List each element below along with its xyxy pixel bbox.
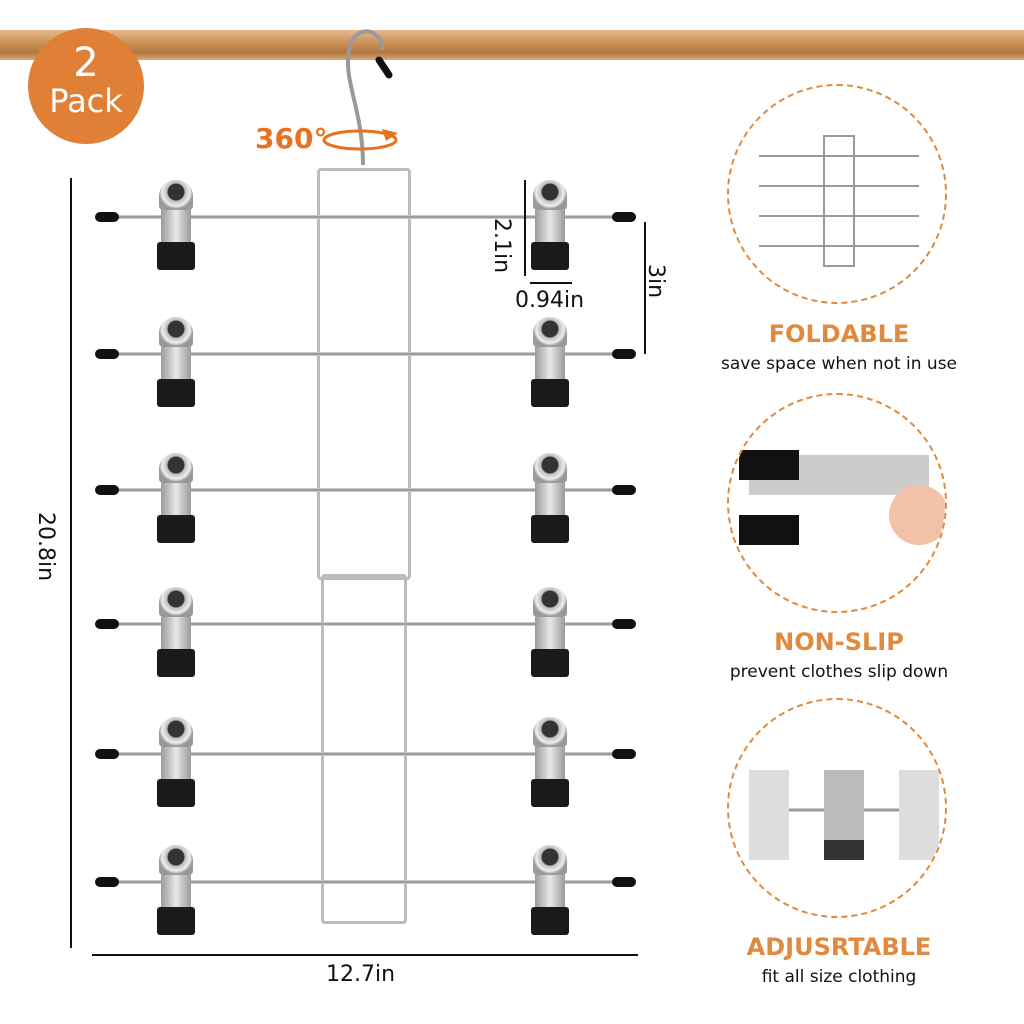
height-label: 20.8in — [33, 512, 58, 582]
bar-end-cap — [95, 749, 119, 759]
bar-end-cap — [95, 619, 119, 629]
feature-title-foldable: FOLDABLE — [768, 320, 910, 348]
wooden-rod — [0, 30, 1024, 60]
clip-width-label: 0.94in — [515, 288, 585, 313]
clip — [531, 180, 569, 272]
clip — [157, 180, 195, 272]
bar-end-cap — [95, 485, 119, 495]
bar-end-cap — [612, 349, 636, 359]
hanger-bar — [100, 352, 625, 356]
hanger-bar — [100, 752, 625, 756]
lower-frame — [321, 574, 407, 924]
spacing-dimension-line — [644, 222, 646, 354]
width-label: 12.7in — [326, 962, 396, 987]
hanger-bar — [100, 215, 625, 219]
bar-end-cap — [95, 349, 119, 359]
width-dimension-line — [92, 954, 638, 956]
clip — [531, 453, 569, 545]
pack-badge: 2 Pack — [28, 28, 144, 144]
rotation-arrow-icon — [322, 129, 398, 151]
bar-end-cap — [95, 877, 119, 887]
feature-subtitle-non-slip: prevent clothes slip down — [729, 662, 949, 682]
feature-subtitle-foldable: save space when not in use — [720, 354, 958, 374]
clip — [157, 453, 195, 545]
bar-end-cap — [612, 619, 636, 629]
feature-subtitle-adjustable: fit all size clothing — [761, 967, 917, 987]
bar-end-cap — [612, 877, 636, 887]
bar-end-cap — [612, 212, 636, 222]
upper-frame — [317, 168, 411, 580]
height-dimension-line — [70, 178, 72, 948]
clip-height-line — [524, 180, 526, 276]
clip-height-label: 2.1in — [489, 218, 514, 274]
bar-end-cap — [612, 485, 636, 495]
adjustable-image — [727, 698, 947, 918]
clip — [157, 845, 195, 937]
pack-label: Pack — [49, 82, 123, 120]
bar-end-cap — [95, 212, 119, 222]
hanger-bar — [100, 488, 625, 492]
clip — [157, 317, 195, 409]
foldable-image — [727, 84, 947, 304]
hanger-bar — [100, 880, 625, 884]
spacing-label: 3in — [643, 264, 668, 299]
rotation-label: 360° — [255, 122, 328, 155]
bar-end-cap — [612, 749, 636, 759]
feature-title-adjustable: ADJUSRTABLE — [746, 933, 932, 961]
pack-count: 2 — [73, 40, 99, 86]
clip — [531, 317, 569, 409]
clip — [531, 845, 569, 937]
clip — [531, 587, 569, 679]
non-slip-image — [727, 393, 947, 613]
feature-title-non-slip: NON-SLIP — [774, 628, 904, 656]
hook-icon — [345, 29, 393, 166]
clip — [531, 717, 569, 809]
hanger-bar — [100, 622, 625, 626]
clip — [157, 717, 195, 809]
clip-width-line — [530, 282, 572, 284]
clip — [157, 587, 195, 679]
